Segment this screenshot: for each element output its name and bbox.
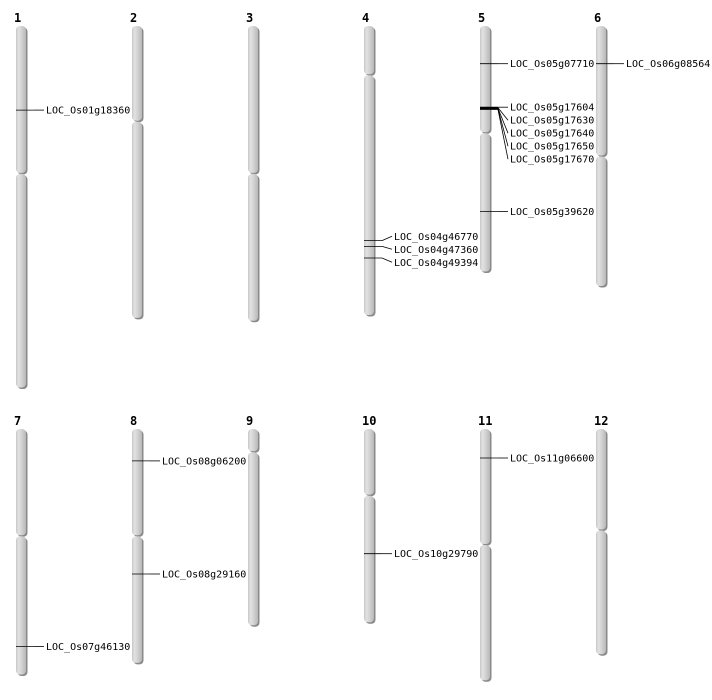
chromosome-9: 9: [246, 414, 260, 627]
chromosome-arm: [132, 121, 142, 318]
gene-connector: [497, 109, 509, 160]
chromosome-arm: [132, 536, 142, 663]
gene-label: LOC_Os05g17630.1: [510, 116, 606, 127]
chromosome-4: 4LOC_Os04g46770.1LOC_Os04g47360.1LOC_Os0…: [362, 11, 490, 317]
gene-label: LOC_Os05g17604.1: [510, 103, 606, 114]
gene-label: LOC_Os04g49394.1: [394, 258, 490, 269]
chromosome-arm: [248, 452, 258, 626]
gene-label: LOC_Os10g29790.1: [394, 549, 490, 560]
gene-label: LOC_Os05g17670.1: [510, 155, 606, 166]
gene-label: LOC_Os04g47360.1: [394, 245, 490, 256]
gene-label: LOC_Os07g46130.1: [46, 642, 142, 653]
gene-label: LOC_Os08g29160.1: [162, 570, 258, 581]
chromosome-arm: [16, 429, 26, 536]
chromosome-label: 1: [14, 11, 21, 25]
gene-label: LOC_Os05g07710.1: [510, 59, 606, 70]
chromosome-arm: [248, 429, 258, 452]
gene-label: LOC_Os08g06200.1: [162, 456, 258, 467]
chromosome-arm: [596, 429, 606, 530]
chromosome-2: 2: [130, 11, 144, 320]
chromosome-arm: [248, 173, 258, 321]
chromosome-arm: [480, 429, 490, 544]
chromosome-arm: [364, 75, 374, 315]
chromosome-arm: [248, 26, 258, 173]
chromosome-arm: [480, 545, 490, 681]
chromosome-arm: [16, 536, 26, 675]
gene-connector: [497, 108, 509, 147]
chromosome-label: 2: [130, 11, 137, 25]
chromosome-label: 10: [362, 414, 376, 428]
chromosome-label: 7: [14, 414, 21, 428]
gene-connector: [381, 246, 393, 250]
chromosome-label: 11: [478, 414, 492, 428]
chromosome-arm: [364, 429, 374, 495]
chromosome-arm: [16, 26, 26, 173]
chromosome-label: 4: [362, 11, 369, 25]
chromosome-arm: [364, 495, 374, 623]
chromosome-arm: [132, 429, 142, 536]
gene-label: LOC_Os11g06600.1: [510, 454, 606, 465]
chromosome-arm: [480, 26, 490, 133]
chromosome-label: 8: [130, 414, 137, 428]
chromosome-arm: [596, 156, 606, 286]
chromosome-label: 9: [246, 414, 253, 428]
gene-label: LOC_Os05g17640.1: [510, 129, 606, 140]
chromosome-arm: [596, 26, 606, 156]
gene-connector: [497, 108, 509, 134]
chromosome-arm: [132, 26, 142, 121]
chromosome-label: 5: [478, 11, 485, 25]
chromosome-arm: [364, 26, 374, 75]
chromosome-label: 12: [594, 414, 608, 428]
gene-connector: [381, 235, 393, 241]
gene-label: LOC_Os04g46770.1: [394, 232, 490, 243]
chromosome-5: 5LOC_Os05g07710.1LOC_Os05g17604.1LOC_Os0…: [478, 11, 606, 273]
gene-label: LOC_Os01g18360.1: [46, 106, 142, 117]
gene-label: LOC_Os05g17650.1: [510, 142, 606, 153]
chromosome-arm: [480, 133, 490, 272]
chromosome-arm: [16, 173, 26, 388]
chromosome-arm: [596, 530, 606, 655]
chromosome-12: 12: [594, 414, 608, 656]
chromosome-label: 6: [594, 11, 601, 25]
chromosome-3: 3: [246, 11, 260, 323]
gene-connector: [497, 107, 509, 121]
chromosome-label: 3: [246, 11, 253, 25]
gene-label: LOC_Os05g39620.1: [510, 207, 606, 218]
gene-label: LOC_Os06g08564.1: [626, 59, 712, 70]
gene-connector: [381, 257, 393, 263]
